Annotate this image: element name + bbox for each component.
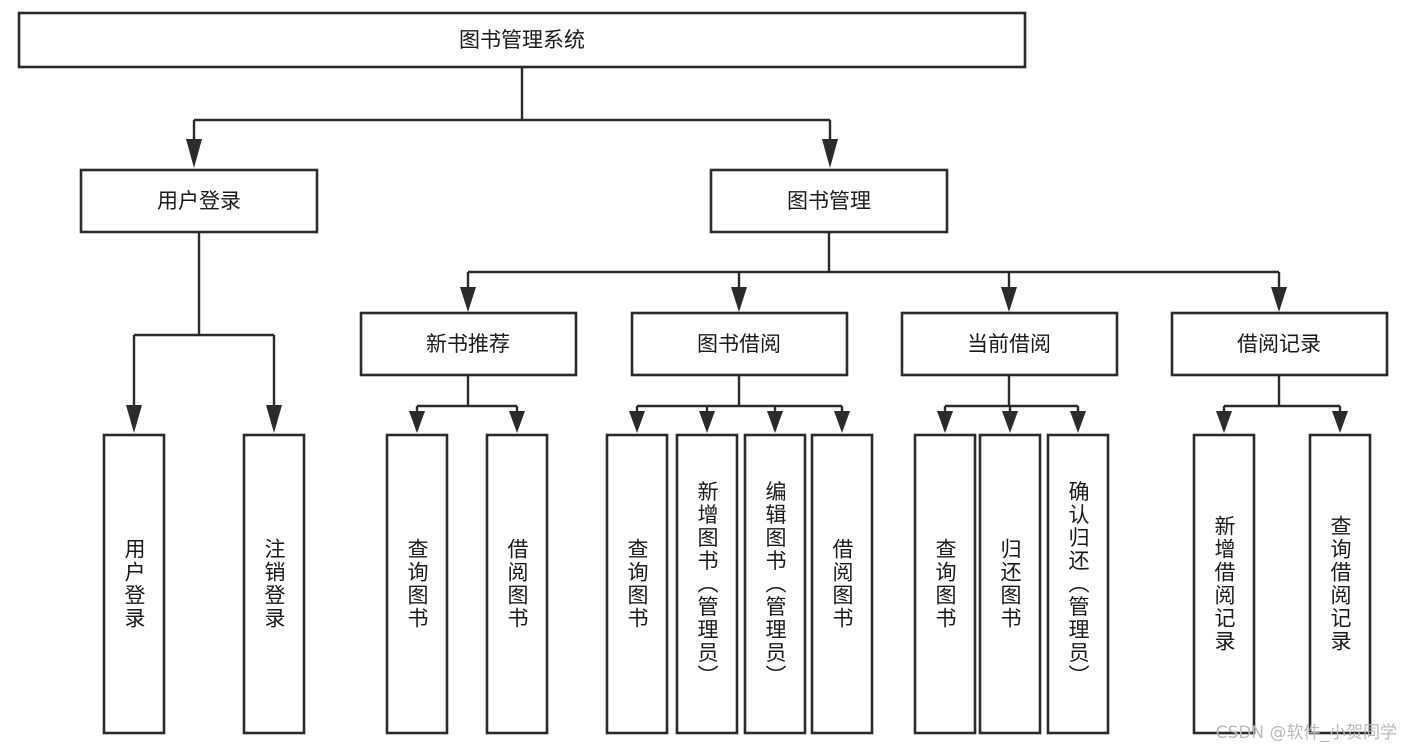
leaf-current-borrow-2[interactable]: 确认归还（管理员） [1046, 433, 1110, 735]
leaf-book-borrow-2[interactable]: 编辑图书（管理员） [743, 433, 807, 735]
leaf-box[interactable] [810, 433, 874, 735]
node-book-borrow[interactable]: 图书借阅 [630, 311, 849, 377]
connectors-root-to-level2 [186, 67, 838, 168]
leaf-label: 借阅图书 [505, 538, 529, 630]
node-root-label: 图书管理系统 [459, 28, 585, 52]
node-book-management-box[interactable] [709, 168, 949, 234]
leaf-box[interactable] [242, 433, 306, 735]
leaf-book-borrow-0[interactable]: 查询图书 [605, 433, 669, 735]
leaf-label: 归还图书 [998, 538, 1022, 630]
leaf-label: 确认归还（管理员） [1066, 481, 1090, 688]
node-book-management[interactable]: 图书管理 [709, 168, 949, 234]
csdn-watermark: CSDN @软件_小贺同学 [1215, 723, 1397, 743]
node-root-box[interactable] [17, 11, 1027, 69]
leaf-book-borrow-1[interactable]: 新增图书（管理员） [675, 433, 739, 735]
node-book-management-label: 图书管理 [787, 189, 871, 213]
leaf-new-book-recommend-0[interactable]: 查询图书 [385, 433, 449, 735]
leaf-label: 注销登录 [262, 538, 286, 630]
connectors-bookmgmt-to-level3 [460, 232, 1287, 312]
connectors-newbook-to-leaves [409, 375, 525, 433]
connectors-userlogin-to-leaves [126, 232, 282, 433]
node-user-login[interactable]: 用户登录 [79, 168, 319, 234]
leaf-label: 新增借阅记录 [1212, 515, 1236, 653]
leaf-label: 用户登录 [122, 538, 146, 630]
leaf-box[interactable] [485, 433, 549, 735]
leaf-label: 编辑图书（管理员） [763, 481, 787, 688]
leaf-label: 查询图书 [405, 538, 429, 630]
leaf-user-login-1[interactable]: 注销登录 [242, 433, 306, 735]
leaf-current-borrow-0[interactable]: 查询图书 [913, 433, 977, 735]
node-borrow-record-label: 借阅记录 [1237, 332, 1321, 356]
node-user-login-label: 用户登录 [157, 189, 241, 213]
node-new-book-recommend-label: 新书推荐 [426, 332, 510, 356]
node-new-book-recommend-box[interactable] [359, 311, 578, 377]
node-current-borrow-box[interactable] [900, 311, 1119, 377]
node-current-borrow[interactable]: 当前借阅 [900, 311, 1119, 377]
leaf-label: 新增图书（管理员） [695, 481, 719, 688]
node-root[interactable]: 图书管理系统 [17, 11, 1027, 69]
leaf-box[interactable] [675, 433, 739, 735]
node-user-login-box[interactable] [79, 168, 319, 234]
connectors-borrowrecord-to-leaves [1216, 375, 1348, 433]
leaf-label: 借阅图书 [830, 538, 854, 630]
node-borrow-record-box[interactable] [1170, 311, 1389, 377]
leaf-box[interactable] [1046, 433, 1110, 735]
leaf-box[interactable] [978, 433, 1042, 735]
leaf-borrow-record-1[interactable]: 查询借阅记录 [1308, 433, 1372, 735]
leaf-box[interactable] [743, 433, 807, 735]
node-new-book-recommend[interactable]: 新书推荐 [359, 311, 578, 377]
leaf-user-login-0[interactable]: 用户登录 [102, 433, 166, 735]
leaf-box[interactable] [385, 433, 449, 735]
leaf-current-borrow-1[interactable]: 归还图书 [978, 433, 1042, 735]
leaf-box[interactable] [102, 433, 166, 735]
leaf-box[interactable] [605, 433, 669, 735]
node-current-borrow-label: 当前借阅 [967, 332, 1051, 356]
leaf-box[interactable] [913, 433, 977, 735]
leaf-new-book-recommend-1[interactable]: 借阅图书 [485, 433, 549, 735]
node-book-borrow-label: 图书借阅 [697, 332, 781, 356]
node-borrow-record[interactable]: 借阅记录 [1170, 311, 1389, 377]
leaf-borrow-record-0[interactable]: 新增借阅记录 [1192, 433, 1256, 735]
node-book-borrow-box[interactable] [630, 311, 849, 377]
connectors-bookborrow-to-leaves [629, 375, 850, 433]
leaf-label: 查询借阅记录 [1328, 515, 1352, 653]
leaf-box[interactable] [1308, 433, 1372, 735]
leaf-book-borrow-3[interactable]: 借阅图书 [810, 433, 874, 735]
leaf-label: 查询图书 [625, 538, 649, 630]
leaf-label: 查询图书 [933, 538, 957, 630]
connectors-currentborrow-to-leaves [937, 375, 1086, 433]
leaf-box[interactable] [1192, 433, 1256, 735]
